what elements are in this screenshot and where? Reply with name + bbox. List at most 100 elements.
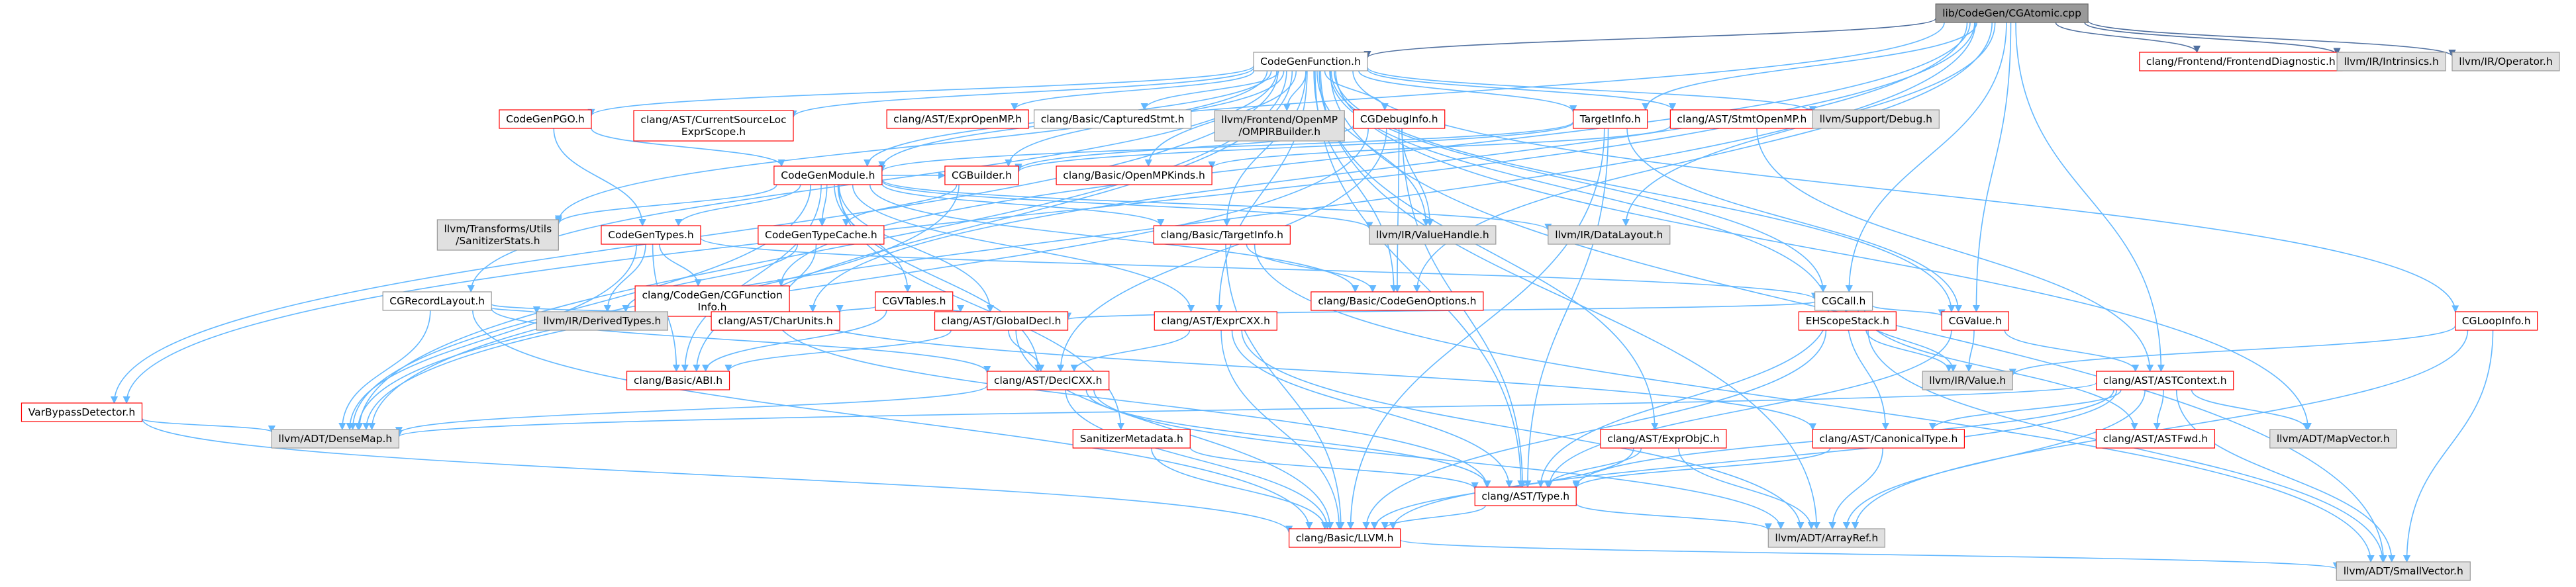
node-codegenoptions[interactable]: clang/Basic/CodeGenOptions.h [1311, 291, 1484, 311]
edge-cgfunctioninfo-to-asttype [775, 316, 1491, 488]
node-box [711, 311, 840, 331]
node-box [1034, 109, 1192, 129]
node-box [626, 371, 730, 390]
node-varbypass[interactable]: VarBypassDetector.h [21, 402, 143, 422]
node-ehscopestack[interactable]: EHScopeStack.h [1798, 311, 1897, 331]
edge-codegenfunction-to-mapvector [1335, 70, 2312, 431]
node-cgloopinfo[interactable]: CGLoopInfo.h [2455, 311, 2538, 331]
edge-astcontext-to-mapvector [2191, 389, 2310, 431]
node-cgrecordlayout[interactable]: CGRecordLayout.h [382, 291, 492, 311]
node-box [1573, 109, 1648, 129]
node-label: clang/CodeGen/CGFunction [642, 289, 782, 301]
edge-codegenmodule-to-datalayout [881, 179, 1552, 232]
node-box [2269, 429, 2397, 449]
node-supportdebug[interactable]: llvm/Support/Debug.h [1812, 109, 1940, 129]
node-basictargetinfo[interactable]: clang/Basic/TargetInfo.h [1153, 225, 1291, 245]
node-valuehandle[interactable]: llvm/IR/ValueHandle.h [1369, 225, 1497, 245]
node-stmtopenmp[interactable]: clang/AST/StmtOpenMP.h [1669, 109, 1814, 129]
edge-cgrecordlayout-to-derivedtypes [491, 306, 540, 314]
edge-canonicaltype-to-arrayref [1828, 447, 1883, 530]
node-cgdebuginfo[interactable]: CGDebugInfo.h [1353, 109, 1446, 129]
node-declcxx[interactable]: clang/AST/DeclCXX.h [987, 371, 1110, 390]
edge-root-to-codegenfunction [1363, 18, 1936, 59]
edge-cgloopinfo-to-smallvector [2403, 330, 2494, 563]
node-label: llvm/ADT/MapVector.h [2277, 433, 2390, 445]
edge-astcontext-to-smallvector [2175, 389, 2396, 563]
edge-codegenfunction-to-capturedstmt [1140, 70, 1279, 111]
edge-codegenfunction-to-ehscopestack [1329, 70, 1832, 313]
node-box [886, 109, 1029, 129]
node-label: CGCall.h [1822, 295, 1866, 307]
node-diag[interactable]: clang/Frontend/FrontendDiagnostic.h [2139, 52, 2343, 71]
node-codegenmodule[interactable]: CodeGenModule.h [773, 165, 883, 185]
node-exprompenmp[interactable]: clang/AST/ExprOpenMP.h [886, 109, 1029, 129]
node-codegentypecache[interactable]: CodeGenTypeCache.h [758, 225, 885, 245]
node-astfwd[interactable]: clang/AST/ASTFwd.h [2095, 429, 2216, 449]
node-intrinsics[interactable]: llvm/IR/Intrinsics.h [2336, 52, 2446, 71]
edge-codegenfunction-to-cgvalue [1334, 70, 1956, 313]
node-codegentypes[interactable]: CodeGenTypes.h [601, 225, 701, 245]
node-asttype[interactable]: clang/AST/Type.h [1474, 486, 1577, 506]
node-exprobjc[interactable]: clang/AST/ExprObjC.h [1600, 429, 1727, 449]
node-label: clang/AST/ExprOpenMP.h [893, 113, 1022, 125]
node-cgvtables[interactable]: CGVTables.h [875, 291, 954, 311]
edge-targetinfo-to-codegenmodule [878, 121, 1574, 173]
node-ompirbuilder[interactable]: llvm/Frontend/OpenMP/OMPIRBuilder.h [1214, 110, 1345, 142]
node-cgvalue[interactable]: CGValue.h [1941, 311, 2009, 331]
edge-astcontext-to-arrayref [1842, 389, 2146, 530]
node-operator[interactable]: llvm/IR/Operator.h [2452, 52, 2560, 71]
node-sanitizermeta[interactable]: SanitizerMetadata.h [1072, 429, 1191, 449]
node-densemap[interactable]: llvm/ADT/DenseMap.h [271, 429, 400, 449]
node-smallvector[interactable]: llvm/ADT/SmallVector.h [2336, 561, 2471, 581]
node-box [934, 311, 1069, 331]
node-label: clang/Basic/ABI.h [634, 375, 722, 386]
edge-root-to-varbypass [123, 22, 1968, 404]
node-targetinfo[interactable]: TargetInfo.h [1573, 109, 1648, 129]
node-astcontext[interactable]: clang/AST/ASTContext.h [2096, 371, 2234, 390]
node-label: llvm/Frontend/OpenMP [1221, 114, 1338, 126]
node-codegenfunction[interactable]: CodeGenFunction.h [1253, 52, 1368, 71]
edge-declcxx-to-densemap [395, 384, 988, 435]
node-abi[interactable]: clang/Basic/ABI.h [626, 371, 730, 390]
edge-codegenmodule-to-valuehandle [881, 180, 1373, 230]
edge-exprobjc-to-arrayref [1678, 447, 1815, 530]
edge-cgfunctioninfo-to-canonicaltype [789, 310, 1816, 431]
node-box [1767, 528, 1885, 548]
node-codegenpgo[interactable]: CodeGenPGO.h [499, 109, 592, 129]
node-canonicaltype[interactable]: clang/AST/CanonicalType.h [1812, 429, 1965, 449]
node-label: clang/AST/CharUnits.h [718, 315, 832, 327]
node-basicllvm[interactable]: clang/Basic/LLVM.h [1288, 528, 1401, 548]
node-cgcall[interactable]: CGCall.h [1814, 291, 1873, 311]
edge-codegenfunction-to-stmtopenmp [1367, 69, 1676, 111]
node-root[interactable]: lib/CodeGen/CGAtomic.cpp [1935, 3, 2089, 23]
node-cgbuilder[interactable]: CGBuilder.h [944, 165, 1019, 185]
node-label: clang/AST/Type.h [1481, 490, 1569, 502]
edge-codegentypes-to-cgcall [700, 237, 1818, 300]
node-box [1288, 528, 1401, 548]
node-capturedstmt[interactable]: clang/Basic/CapturedStmt.h [1034, 109, 1192, 129]
edge-basicllvm-to-smallvector [1399, 539, 2340, 570]
node-box [1474, 486, 1577, 506]
edge-exprcxx-to-declcxx [1070, 330, 1191, 373]
node-box [758, 225, 885, 245]
node-irvalue[interactable]: llvm/IR/Value.h [1922, 371, 2013, 390]
edge-cgrecordlayout-to-densemap [338, 310, 431, 431]
edge-ehscopestack-to-basicllvm [1362, 330, 1827, 530]
node-label: CGBuilder.h [952, 169, 1012, 181]
node-openmpkinds[interactable]: clang/Basic/OpenMPKinds.h [1056, 165, 1213, 185]
node-arrayref[interactable]: llvm/ADT/ArrayRef.h [1767, 528, 1885, 548]
node-exprcxx[interactable]: clang/AST/ExprCXX.h [1154, 311, 1277, 331]
node-mapvector[interactable]: llvm/ADT/MapVector.h [2269, 429, 2397, 449]
node-globaldecl[interactable]: clang/AST/GlobalDecl.h [934, 311, 1069, 331]
node-datalayout[interactable]: llvm/IR/DataLayout.h [1548, 225, 1671, 245]
node-label: lib/CodeGen/CGAtomic.cpp [1942, 7, 2081, 19]
edge-codegenmodule-to-declcxx [837, 184, 1042, 373]
node-label: llvm/Support/Debug.h [1820, 113, 1932, 125]
node-label: TargetInfo.h [1579, 113, 1641, 125]
node-charunits[interactable]: clang/AST/CharUnits.h [711, 311, 840, 331]
node-sanitizerstats[interactable]: llvm/Transforms/Utils/SanitizerStats.h [436, 219, 559, 251]
node-derivedtypes[interactable]: llvm/IR/DerivedTypes.h [536, 311, 669, 331]
